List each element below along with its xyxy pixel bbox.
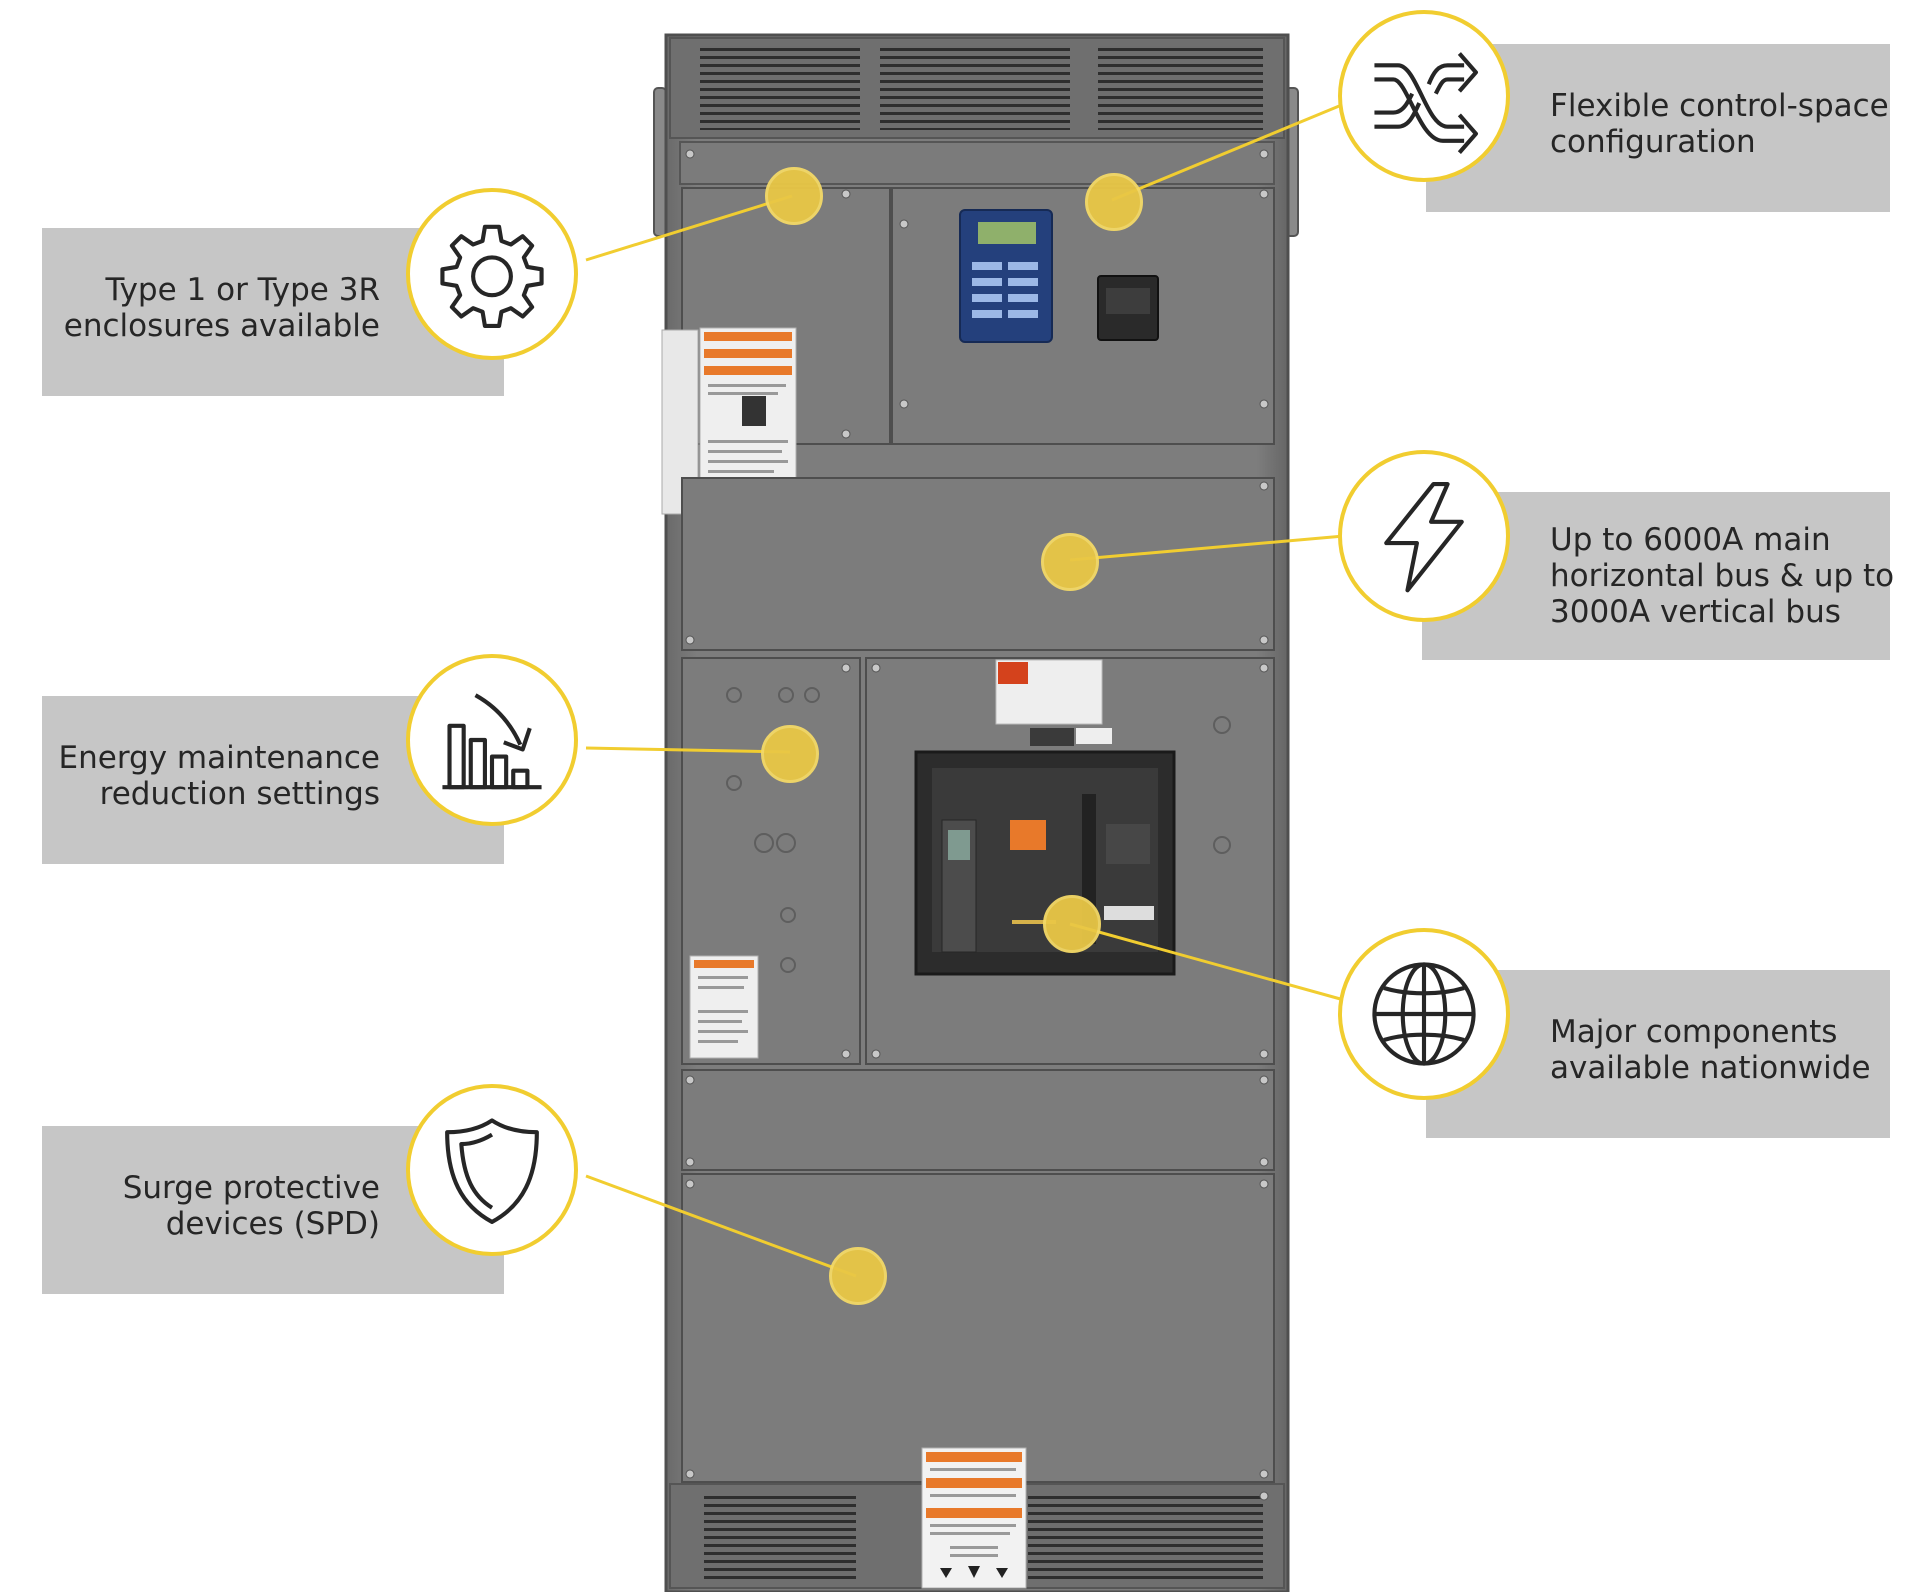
callout-line: 3000A vertical bus <box>1550 594 1841 630</box>
callout-line: devices (SPD) <box>165 1206 380 1242</box>
icon-circle <box>406 654 578 826</box>
callout-line: Flexible control-space <box>1550 88 1889 124</box>
callout-text: Major components available nationwide <box>1550 1014 1871 1086</box>
globe-icon <box>1372 962 1476 1066</box>
shuffle-arrows-icon <box>1374 52 1478 154</box>
callout-text: Surge protective devices (SPD) <box>123 1170 380 1242</box>
callout-line: enclosures available <box>63 308 380 344</box>
icon-circle <box>406 188 578 360</box>
hotspot-components[interactable] <box>1043 895 1101 953</box>
icon-circle <box>406 1084 578 1256</box>
icon-circle <box>1338 10 1510 182</box>
lightning-bolt-icon <box>1384 482 1464 593</box>
callout-line: Major components <box>1550 1014 1838 1050</box>
callout-line: Surge protective <box>122 1170 380 1206</box>
callout-line: Type 1 or Type 3R <box>105 272 380 308</box>
callout-line: Energy maintenance <box>58 740 380 776</box>
shield-icon <box>445 1118 539 1224</box>
hotspot-surge[interactable] <box>829 1247 887 1305</box>
callout-text: Up to 6000A main horizontal bus & up to … <box>1550 522 1894 630</box>
callout-text: Type 1 or Type 3R enclosures available <box>64 272 380 344</box>
bar-chart-down-icon <box>442 693 542 790</box>
callout-line: reduction settings <box>99 776 380 812</box>
gear-icon <box>440 224 544 328</box>
icon-circle <box>1338 450 1510 622</box>
callout-line: configuration <box>1550 124 1756 160</box>
callout-line: horizontal bus & up to <box>1550 558 1895 594</box>
callout-text: Energy maintenance reduction settings <box>59 740 380 812</box>
callout-text: Flexible control-space configuration <box>1550 88 1889 160</box>
icon-circle <box>1338 928 1510 1100</box>
hotspot-energy[interactable] <box>761 725 819 783</box>
callout-line: available nationwide <box>1550 1050 1871 1086</box>
callout-line: Up to 6000A main <box>1550 522 1831 558</box>
hotspot-control-space[interactable] <box>1085 173 1143 231</box>
hotspot-enclosure[interactable] <box>765 167 823 225</box>
hotspot-bus[interactable] <box>1041 533 1099 591</box>
